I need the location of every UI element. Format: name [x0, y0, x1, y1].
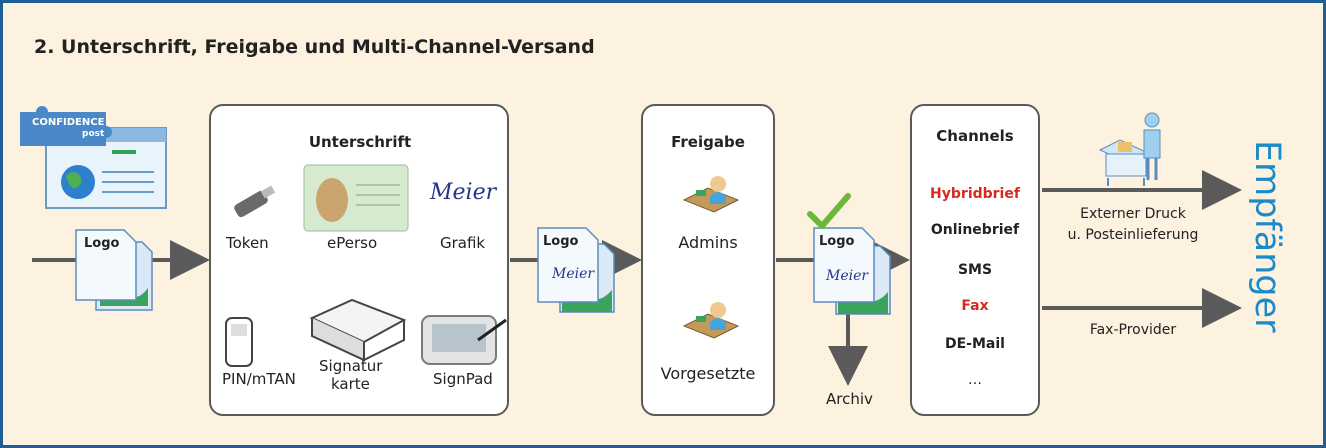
page-title: 2. Unterschrift, Freigabe und Multi-Chan… [34, 36, 595, 58]
vorgesetzte-desk-icon [682, 302, 740, 339]
signed-doc-signature: Meier [552, 266, 595, 282]
label-signpad: SignPad [433, 370, 493, 388]
route-fax: Fax-Provider [1089, 322, 1177, 338]
usb-token-icon [234, 185, 276, 218]
channels-heading: Channels [936, 127, 1014, 145]
label-admins: Admins [678, 233, 738, 252]
channels-box [910, 104, 1040, 416]
route-druck-line1: Externer Druck [1080, 206, 1186, 222]
signature-card-reader-icon [309, 298, 407, 362]
channel-sms: SMS [957, 262, 993, 278]
check-icon [807, 193, 851, 229]
label-signatur: Signatur [319, 357, 383, 375]
recipient-label: Empfänger [1248, 140, 1287, 333]
label-eperso: ePerso [327, 234, 378, 252]
freigabe-box [641, 104, 775, 416]
input-doc-logo: Logo [84, 236, 120, 251]
signed-doc-logo: Logo [543, 234, 579, 249]
brand-line1: CONFIDENCE [32, 117, 105, 128]
approved-doc-logo: Logo [819, 234, 855, 249]
admins-desk-icon [682, 176, 740, 213]
grafik-signature: Meier [430, 180, 497, 205]
channel-more: … [968, 372, 982, 388]
signpad-icon [421, 315, 507, 365]
label-karte: karte [331, 375, 370, 393]
channel-hybridbrief: Hybridbrief [930, 186, 1020, 202]
route-druck-line2: u. Posteinlieferung [1067, 227, 1199, 243]
channel-demail: DE-Mail [945, 336, 1005, 352]
mobile-phone-icon [225, 317, 253, 367]
label-archiv: Archiv [826, 390, 873, 408]
channel-fax: Fax [961, 298, 989, 314]
label-grafik: Grafik [440, 234, 486, 252]
id-card-icon [303, 164, 409, 232]
unterschrift-heading: Unterschrift [308, 133, 412, 151]
brand-line2: post [82, 129, 105, 139]
label-vorgesetzte: Vorgesetzte [660, 364, 756, 383]
label-pin: PIN/mTAN [222, 370, 296, 388]
approved-doc-signature: Meier [826, 268, 869, 284]
channel-onlinebrief: Onlinebrief [930, 222, 1020, 238]
label-token: Token [226, 234, 269, 252]
recipient-text: Empfänger [1248, 140, 1287, 333]
freigabe-heading: Freigabe [671, 133, 745, 151]
